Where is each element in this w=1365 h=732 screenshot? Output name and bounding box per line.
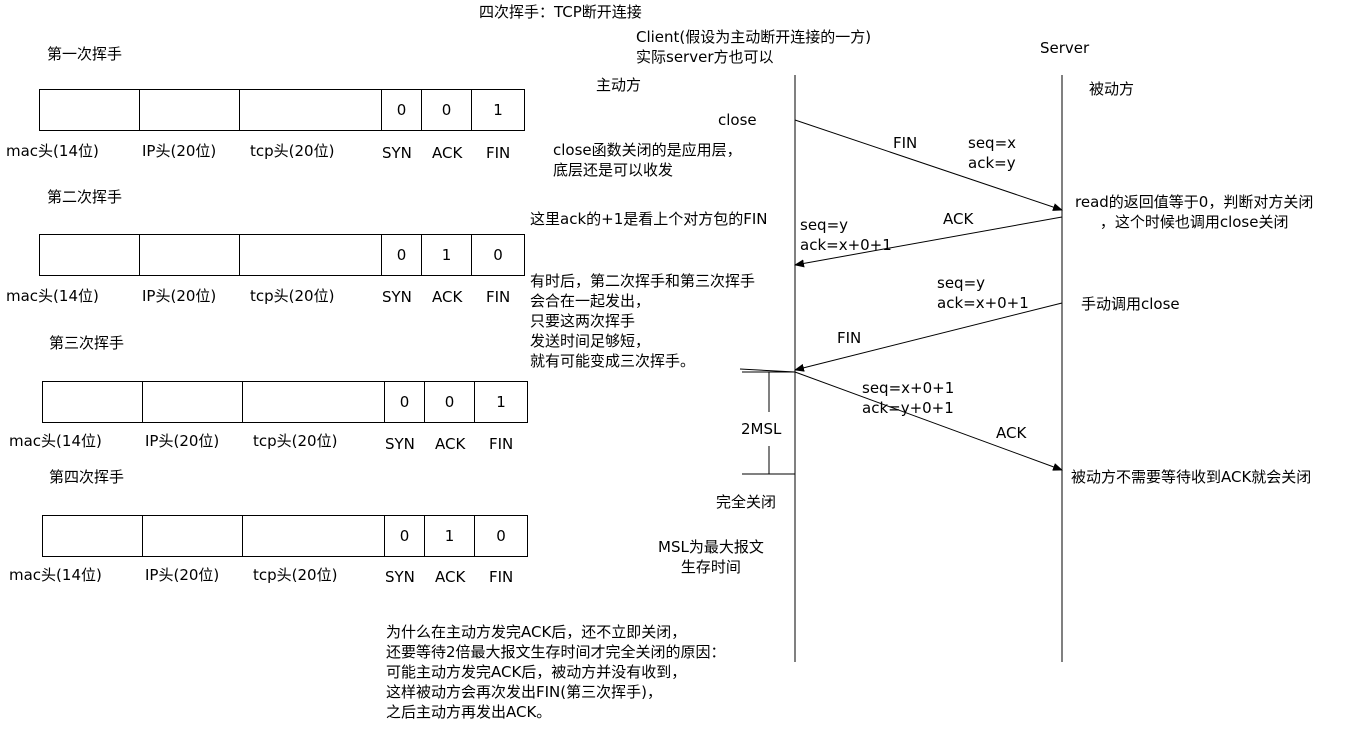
packet-3-fin-value: 1 [496, 393, 506, 411]
read-return-note: read的返回值等于0，判断对方关闭 ，这个时候也调用close关闭 [1075, 193, 1314, 231]
packet-4-title: 第四次挥手 [49, 468, 125, 486]
fin2-seq-ack: seq=y ack=x+0+1 [937, 274, 1029, 312]
packet-4-tcp-label: tcp头(20位) [253, 566, 338, 584]
why-wait-note: 为什么在主动方发完ACK后，还不立即关闭， 还要等待2倍最大报文生存时间才完全关… [386, 623, 726, 721]
packet-1-mac-label: mac头(14位) [6, 142, 99, 160]
ack1-seq-ack: seq=y ack=x+0+1 [800, 216, 892, 254]
packet-4-ack-label: ACK [435, 568, 466, 586]
packet-4-syn-label: SYN [385, 568, 415, 586]
packet-1-title: 第一次挥手 [47, 45, 123, 63]
passive-close-note: 被动方不需要等待收到ACK就会关闭 [1071, 468, 1312, 486]
packet-1-tcp-cell [240, 90, 382, 130]
packet-1-ip-cell [140, 90, 240, 130]
packet-2-syn-value: 0 [382, 235, 422, 275]
ack2-seq-ack: seq=x+0+1 ack=y+0+1 [862, 379, 955, 417]
packet-2-fin-label: FIN [486, 288, 511, 306]
fin1-arrow [794, 119, 1063, 211]
msl-label: 2MSL [741, 420, 782, 438]
msl-definition-note: MSL为最大报文 生存时间 [658, 538, 764, 576]
fin1-seq-ack: seq=x ack=y [968, 134, 1017, 172]
server-label: Server [1040, 39, 1090, 57]
packet-2-syn-label: SYN [382, 288, 412, 306]
packet-2-tcp-label: tcp头(20位) [250, 287, 335, 305]
packet-2-ack-label: ACK [432, 288, 463, 306]
packet-3-ack-value: 0 [425, 382, 475, 422]
packet-1-ip-label: IP头(20位) [142, 142, 217, 160]
packet-3-syn-value: 0 [385, 382, 425, 422]
packet-4-tcp-cell [243, 516, 385, 556]
packet-3-mac-cell [43, 382, 143, 422]
client-role-label: 主动方 [596, 76, 642, 94]
packet-4-ack-value: 1 [425, 516, 475, 556]
packet-2-ip-cell [140, 235, 240, 275]
packet-2-tcp-cell [240, 235, 382, 275]
ack1-label: ACK [943, 210, 974, 228]
fin2-label: FIN [837, 329, 862, 347]
ack2-label: ACK [996, 424, 1027, 442]
packet-4-ip-cell [143, 516, 243, 556]
packet-3-fin-label: FIN [489, 435, 514, 453]
ack2-arrow [794, 371, 1063, 471]
packet-2-mac-cell [40, 235, 140, 275]
ack1-arrow [794, 216, 1063, 268]
packet-1-syn-value: 0 [382, 90, 422, 130]
close-note: close函数关闭的是应用层， 底层还是可以收发 [553, 141, 742, 179]
merge-handshake-note: 有时后，第二次挥手和第三次挥手 会合在一起发出， 只要这两次挥手 发送时间足够短… [530, 272, 756, 370]
packet-3-tcp-label: tcp头(20位) [253, 432, 338, 450]
packet-1-fin-label: FIN [486, 144, 511, 162]
packet-1-box: 0 0 1 [39, 89, 525, 131]
packet-3-ip-cell [143, 382, 243, 422]
client-sub-label: 实际server方也可以 [636, 48, 774, 66]
packet-2-title: 第二次挥手 [47, 188, 123, 206]
packet-4-syn-value: 0 [385, 516, 425, 556]
packet-4-ip-label: IP头(20位) [145, 566, 220, 584]
packet-4-box: 0 1 0 [42, 515, 528, 557]
packet-1-tcp-label: tcp头(20位) [250, 142, 335, 160]
packet-1-syn-label: SYN [382, 144, 412, 162]
packet-4-mac-label: mac头(14位) [9, 566, 102, 584]
packet-1-mac-cell [40, 90, 140, 130]
packet-3-ack-label: ACK [435, 435, 466, 453]
packet-2-ack-value: 1 [422, 235, 472, 275]
packet-2-ip-label: IP头(20位) [142, 287, 217, 305]
diagram-title: 四次挥手：TCP断开连接 [479, 3, 642, 21]
packet-4-fin-value: 0 [496, 527, 506, 545]
packet-3-box: 0 0 1 [42, 381, 528, 423]
packet-2-box: 0 1 0 [39, 234, 525, 276]
packet-3-ip-label: IP头(20位) [145, 432, 220, 450]
client-label: Client(假设为主动断开连接的一方) [636, 28, 872, 46]
packet-1-ack-label: ACK [432, 144, 463, 162]
ack-plus-one-note: 这里ack的+1是看上个对方包的FIN [530, 210, 768, 228]
packet-1-ack-value: 0 [422, 90, 472, 130]
packet-3-title: 第三次挥手 [49, 334, 125, 352]
close-call-label: close [718, 111, 757, 129]
packet-1-fin-value: 1 [493, 101, 503, 119]
packet-4-fin-label: FIN [489, 568, 514, 586]
packet-3-syn-label: SYN [385, 435, 415, 453]
packet-3-tcp-cell [243, 382, 385, 422]
fin1-label: FIN [893, 134, 918, 152]
packet-2-fin-value: 0 [493, 246, 503, 264]
packet-2-mac-label: mac头(14位) [6, 287, 99, 305]
fin2-arrow [794, 302, 1063, 372]
server-role-label: 被动方 [1089, 80, 1135, 98]
manual-close-label: 手动调用close [1081, 295, 1180, 313]
packet-4-mac-cell [43, 516, 143, 556]
packet-3-mac-label: mac头(14位) [9, 432, 102, 450]
fully-closed-label: 完全关闭 [716, 493, 777, 511]
